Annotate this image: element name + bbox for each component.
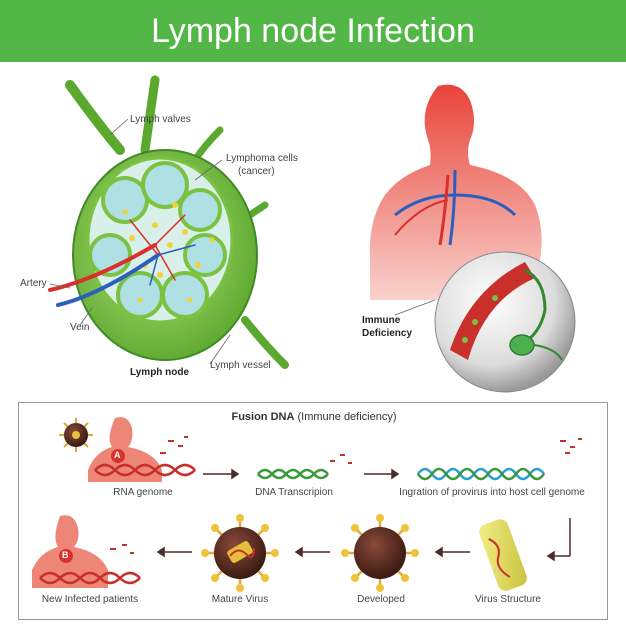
label-lymph-node: Lymph node [130,367,190,378]
label-immune: Immune [362,315,401,326]
label-artery: Artery [20,278,47,289]
process-panel: Fusion DNA (Immune deficiency) [18,402,608,620]
new-infected-fragments [110,544,134,554]
lymphoma-cells [122,202,215,303]
badge-a: A [114,450,121,460]
dna-transcription-helix [257,468,329,480]
badge-b: B [62,550,69,560]
label-lymphoma-cells: Lymphoma cells [226,153,298,164]
caption-developed: Developed [357,594,405,605]
arrow-3 [546,518,571,562]
artery-vein [48,214,196,307]
lymph-node-lobes [88,161,227,319]
integration-helix [416,467,546,481]
virus-small-icon [59,418,93,452]
virus-structure-capsule [479,519,527,591]
caption-mature-virus: Mature Virus [211,594,269,605]
caption-dna-transcription: DNA Transcripion [255,487,333,498]
badge-b-bg [59,549,73,563]
label-lymph-valves: Lymph valves [130,114,191,125]
arrow-1 [203,468,240,480]
rna-genome-helix [94,463,196,477]
zoom-sphere [434,251,576,393]
torso-vessels [394,169,517,246]
label-lymph-vessel: Lymph vessel [210,360,271,371]
caption-rna-genome: RNA genome [113,487,173,498]
arrow-2 [364,468,400,480]
header-banner: Lymph node Infection [0,0,626,62]
mature-virus-icon [201,514,279,592]
immune-cell [509,334,535,356]
arrow-4 [434,546,470,558]
developed-virus-icon [341,514,419,592]
process-title-main: Fusion DNA [231,411,295,423]
dna-fragments [330,454,352,464]
integration-fragments [560,438,582,454]
blood-vessel [450,262,535,360]
caption-virus-structure: Virus Structure [475,594,541,605]
label-vein: Vein [70,322,90,333]
label-lymphoma-cells-sub: (cancer) [238,166,275,177]
label-deficiency: Deficiency [362,328,413,339]
arrow-5 [294,546,330,558]
leader-lines [49,118,436,365]
caption-new-infected: New Infected patients [41,594,139,605]
new-infected-helix [39,571,141,585]
page-title: Lymph node Infection [151,11,475,50]
blood-cells [462,295,498,343]
caption-integration: Ingration of provirus into host cell gen… [399,487,585,498]
rna-fragments [160,436,188,454]
badge-a-bg [111,449,125,463]
process-title-sub: (Immune deficiency) [297,411,397,423]
arrow-6 [156,546,192,558]
process-title: Fusion DNA (Immune deficiency) [19,411,609,423]
